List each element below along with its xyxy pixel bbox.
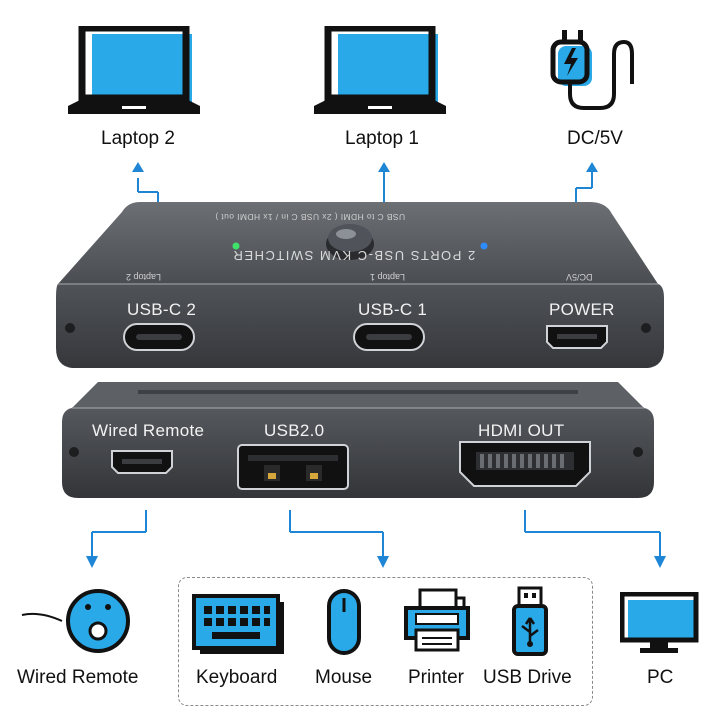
device-label-printer: Printer (408, 667, 464, 688)
arrow-down-pc (654, 556, 666, 568)
top-mark-laptop2: Laptop 2 (126, 272, 162, 282)
port-label-wired-remote: Wired Remote (92, 421, 205, 440)
hdmi-port (459, 441, 591, 487)
power-port (546, 325, 608, 349)
port-label-usbc1: USB-C 1 (358, 300, 428, 319)
laptop-1-label: Laptop 1 (345, 128, 419, 149)
power-adapter-icon (550, 30, 634, 110)
pc-monitor-icon (620, 592, 699, 653)
switcher-title: 2 PORTS USB-C KVM SWITCHER (232, 248, 476, 263)
bottom-connector-arrows (86, 510, 666, 568)
arrow-up-laptop1 (378, 162, 390, 172)
laptop-2-label: Laptop 2 (101, 128, 175, 149)
device-label-usb-drive: USB Drive (483, 667, 572, 688)
port-label-usb2: USB2.0 (264, 421, 325, 440)
keyboard-icon (192, 594, 284, 654)
usb-c-port-2 (123, 323, 195, 351)
mouse-icon (327, 589, 361, 655)
arrow-up-laptop2 (132, 162, 144, 172)
top-mark-dc: DC/5V (566, 272, 593, 282)
port-label-power: POWER (549, 300, 615, 319)
printer-icon (404, 588, 470, 652)
switcher-subtitle: USB C to HDMI ( 2x USB C in / 1x HDMI ou… (215, 212, 406, 222)
port-label-hdmi-out: HDMI OUT (478, 421, 565, 440)
wired-remote-icon (21, 589, 130, 653)
usb-devices-group (178, 577, 593, 706)
arrow-down-remote (86, 556, 98, 568)
arrow-up-power (586, 162, 598, 172)
device-label-keyboard: Keyboard (196, 667, 278, 688)
usb-drive-icon (512, 586, 548, 656)
led-green (232, 242, 240, 250)
laptop-2-icon (68, 26, 200, 114)
device-label-pc: PC (647, 667, 674, 688)
remote-port (111, 450, 173, 474)
device-label-mouse: Mouse (315, 667, 373, 688)
device-label-wired-remote: Wired Remote (17, 667, 139, 688)
usb-c-port-1 (353, 323, 425, 351)
top-mark-laptop1: Laptop 1 (370, 272, 406, 282)
dc-power-label: DC/5V (567, 128, 623, 149)
usb-a-port (237, 444, 349, 490)
laptop-1-icon (314, 26, 446, 114)
led-blue (480, 242, 488, 250)
port-label-usbc2: USB-C 2 (127, 300, 197, 319)
arrow-down-usb (377, 556, 389, 568)
